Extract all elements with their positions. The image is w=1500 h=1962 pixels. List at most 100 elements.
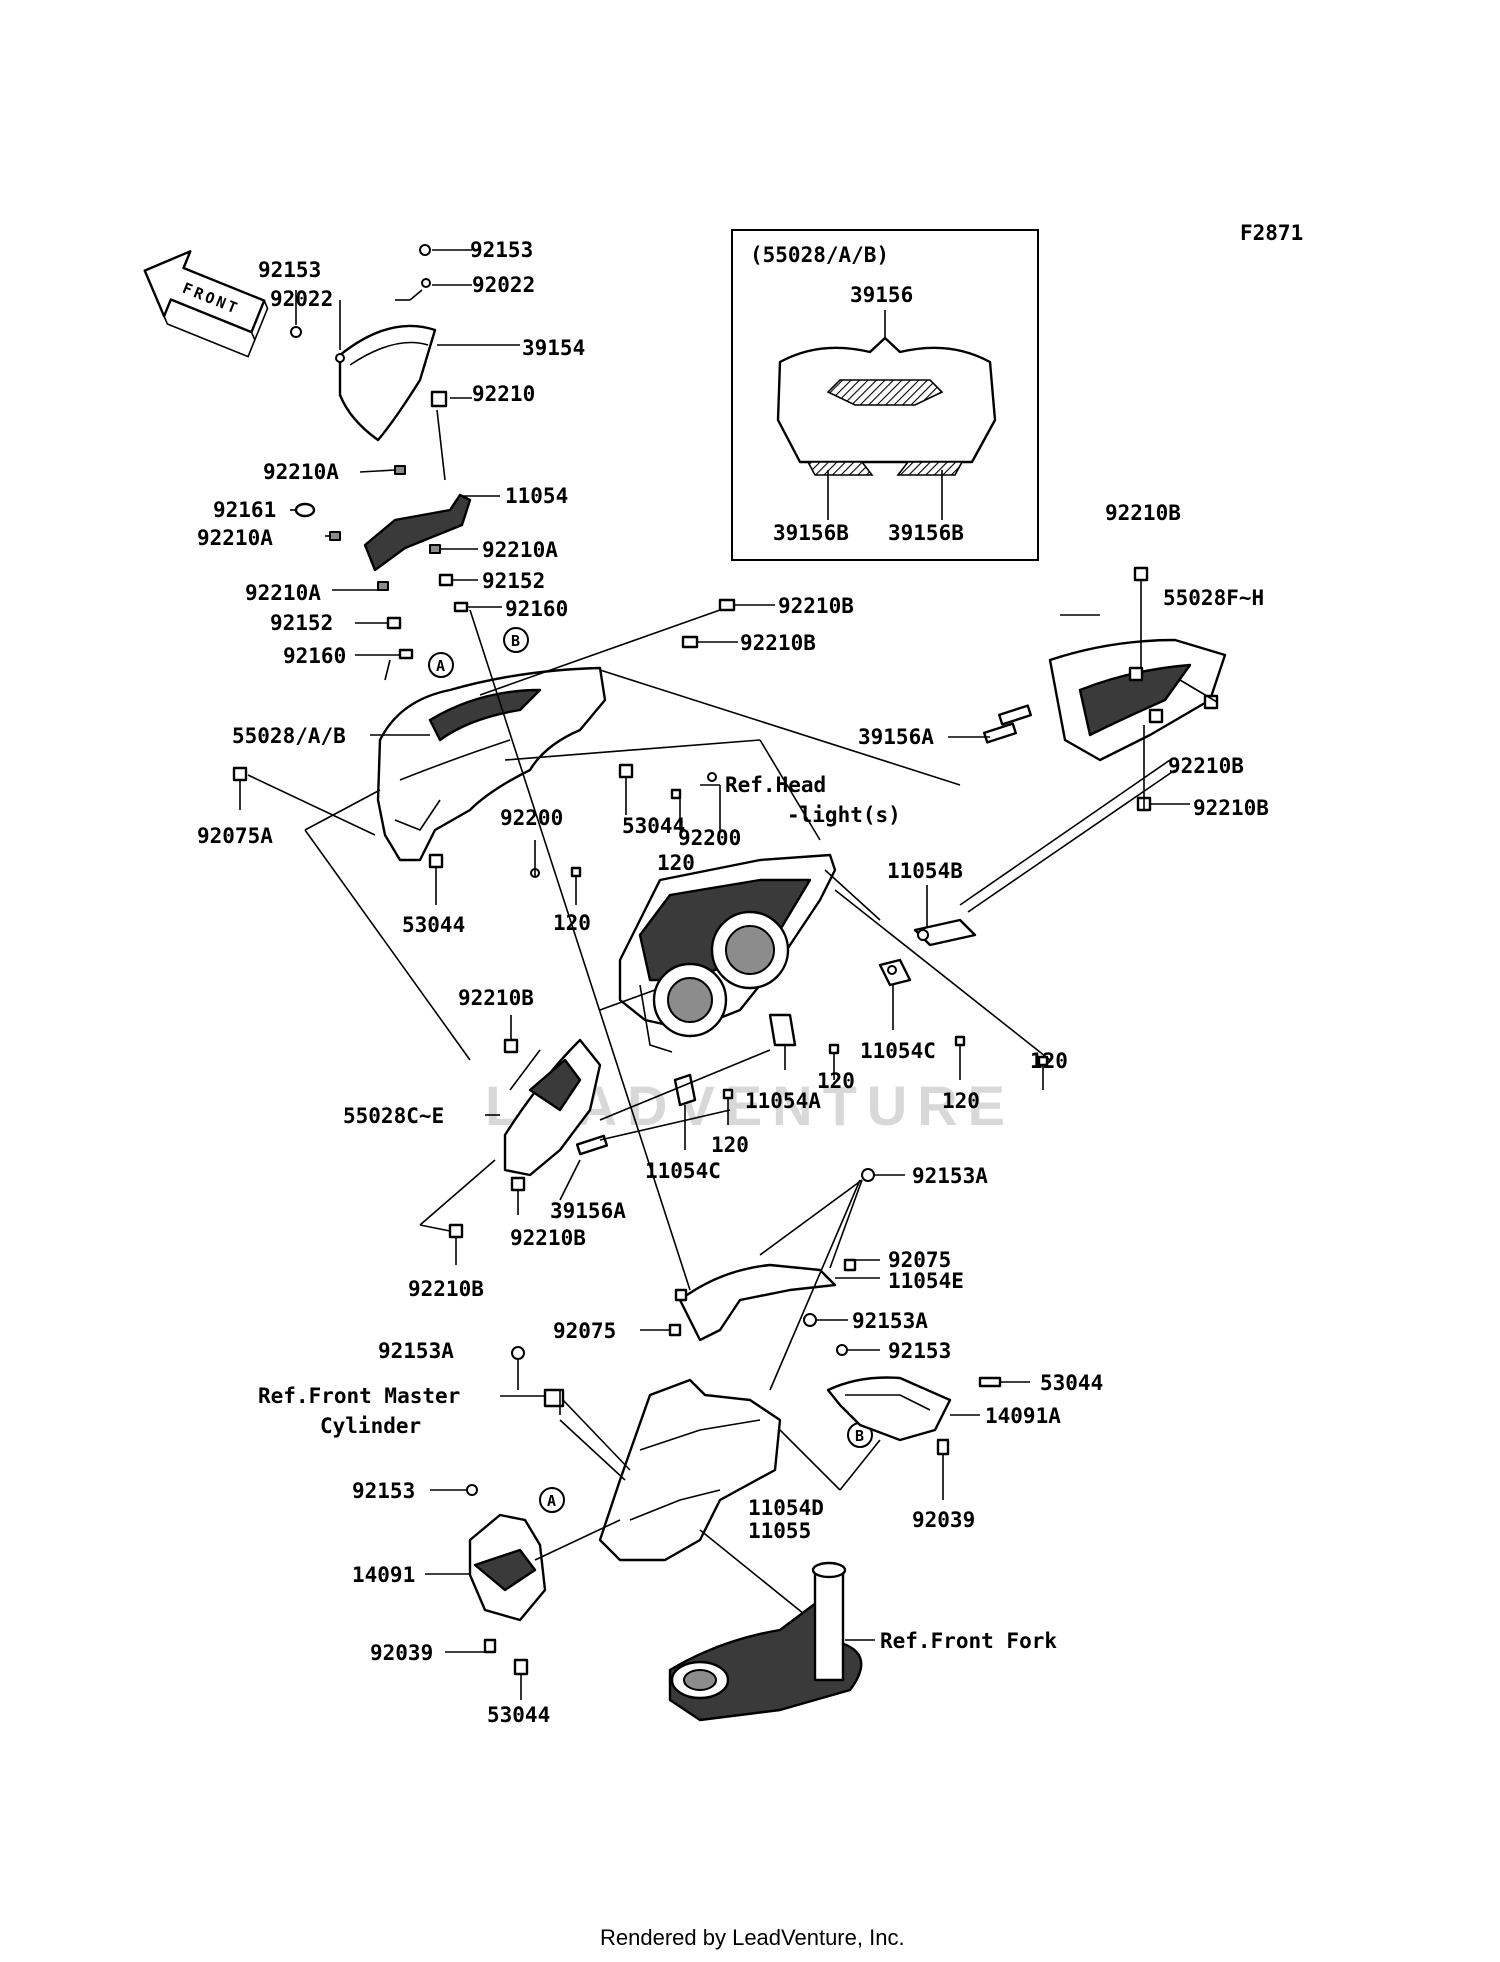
label-14091A: 14091A — [985, 1404, 1061, 1428]
label-reffork: Ref.Front Fork — [880, 1629, 1057, 1653]
washer-92022-top — [421, 278, 431, 288]
bracket-11054A — [768, 1013, 797, 1070]
label-55028AB: 55028/A/B — [232, 724, 346, 748]
label-92153A-2: 92153A — [852, 1309, 928, 1333]
label-92022-left: 92022 — [270, 287, 333, 311]
label-92210A-4: 92210A — [245, 581, 321, 605]
label-92153-low: 92153 — [352, 1479, 415, 1503]
inset-hatched-panel — [826, 379, 944, 406]
label-53044-3: 53044 — [1040, 1371, 1103, 1395]
label-92160-1: 92160 — [505, 597, 568, 621]
label-92210B-2: 92210B — [778, 594, 854, 618]
label-92152-1: 92152 — [482, 569, 545, 593]
label-92022-top: 92022 — [472, 273, 535, 297]
label-92152-2: 92152 — [270, 611, 333, 635]
label-120-6: 120 — [711, 1133, 749, 1157]
label-refhead-2: -light(s) — [787, 803, 901, 827]
label-55028CE: 55028C~E — [343, 1104, 444, 1128]
front-fork-triple-clamp — [668, 1561, 875, 1722]
label-92210: 92210 — [472, 382, 535, 406]
screw-92153-top — [419, 244, 431, 256]
label-11055: 11055 — [748, 1519, 811, 1543]
label-92153-left: 92153 — [258, 258, 321, 282]
label-55028FH: 55028F~H — [1163, 586, 1264, 610]
label-11054B: 11054B — [887, 859, 963, 883]
side-cowl-left-55028CE — [304, 789, 771, 1265]
label-53044-1: 53044 — [622, 814, 685, 838]
windshield-group — [290, 244, 520, 481]
label-120-2: 120 — [553, 911, 591, 935]
screw-92153-left — [290, 326, 302, 338]
headlight-assembly — [599, 853, 1051, 1061]
svg-text:B: B — [511, 632, 520, 650]
label-120-1: 120 — [657, 851, 695, 875]
label-92210B-1: 92210B — [1105, 501, 1181, 525]
svg-text:B: B — [855, 1427, 864, 1445]
callout-A-bottom: A — [539, 1487, 565, 1513]
svg-text:A: A — [436, 657, 445, 675]
label-refmaster-1: Ref.Front Master — [258, 1384, 460, 1408]
label-120-5: 120 — [817, 1069, 855, 1093]
label-92075-1: 92075 — [888, 1248, 951, 1272]
label-92075A: 92075A — [197, 824, 273, 848]
label-11054C-2: 11054C — [645, 1159, 721, 1183]
label-92210B-5: 92210B — [1193, 796, 1269, 820]
label-92210B-8: 92210B — [408, 1277, 484, 1301]
label-92153-top: 92153 — [470, 238, 533, 262]
label-92153-mid: 92153 — [888, 1339, 951, 1363]
front-arrow-icon: FRONT — [143, 250, 269, 358]
inset-label-39156: 39156 — [850, 283, 913, 307]
label-92210B-7: 92210B — [510, 1226, 586, 1250]
inset-label-39156B-right: 39156B — [888, 521, 964, 545]
clip-53044-b — [428, 853, 444, 869]
label-39156A-2: 39156A — [550, 1199, 626, 1223]
label-92200-1: 92200 — [500, 806, 563, 830]
label-92153A-3: 92153A — [378, 1339, 454, 1363]
label-92039-2: 92039 — [370, 1641, 433, 1665]
label-11054C-1: 11054C — [860, 1039, 936, 1063]
washer-92022-left — [335, 353, 345, 363]
label-92039-1: 92039 — [912, 1508, 975, 1532]
upper-cowl-55028 — [370, 598, 961, 862]
meter-bracket-11054 — [290, 465, 502, 660]
label-92153A-1: 92153A — [912, 1164, 988, 1188]
inner-panel-14091 — [425, 1484, 621, 1700]
label-refhead-1: Ref.Head — [725, 773, 826, 797]
label-11054: 11054 — [505, 484, 568, 508]
bracket-11054C-right — [878, 958, 912, 1030]
label-92210A-2: 92210A — [197, 526, 273, 550]
inner-panel-14091A — [826, 1344, 1030, 1500]
label-92160-2: 92160 — [283, 644, 346, 668]
windshield-39154 — [338, 324, 437, 442]
footer-credit: Rendered by LeadVenture, Inc. — [600, 1925, 905, 1950]
diagram-id: F2871 — [1240, 221, 1303, 245]
inset-box: (55028/A/B) 39156 39156B 39156B — [731, 229, 1039, 561]
svg-text:A: A — [547, 1492, 556, 1510]
label-92210A-3: 92210A — [482, 538, 558, 562]
label-11054A: 11054A — [745, 1089, 821, 1113]
callout-A-top: A — [428, 652, 454, 678]
label-92210B-6: 92210B — [458, 986, 534, 1010]
label-120-4: 120 — [942, 1089, 980, 1113]
grommet-92210 — [430, 390, 448, 408]
label-39154: 39154 — [522, 336, 585, 360]
label-refmaster-2: Cylinder — [320, 1414, 421, 1438]
inset-label-39156B-left: 39156B — [773, 521, 849, 545]
damper-92161 — [294, 502, 316, 518]
label-14091: 14091 — [352, 1563, 415, 1587]
label-39156A-1: 39156A — [858, 725, 934, 749]
inset-title: (55028/A/B) — [750, 243, 889, 267]
label-92161: 92161 — [213, 498, 276, 522]
clip-53044-a — [618, 763, 634, 779]
label-92210B-4: 92210B — [1168, 754, 1244, 778]
inner-bracket-11054E — [640, 1168, 905, 1391]
grommet-92075A — [232, 766, 248, 782]
label-92210A-1: 92210A — [263, 460, 339, 484]
bracket-11054B — [913, 885, 977, 947]
side-cowl-right-55028FH — [948, 566, 1227, 913]
label-92075-2: 92075 — [553, 1319, 616, 1343]
label-11054E: 11054E — [888, 1269, 964, 1293]
bolts-120 — [530, 772, 1049, 1125]
label-120-3: 120 — [1030, 1049, 1068, 1073]
